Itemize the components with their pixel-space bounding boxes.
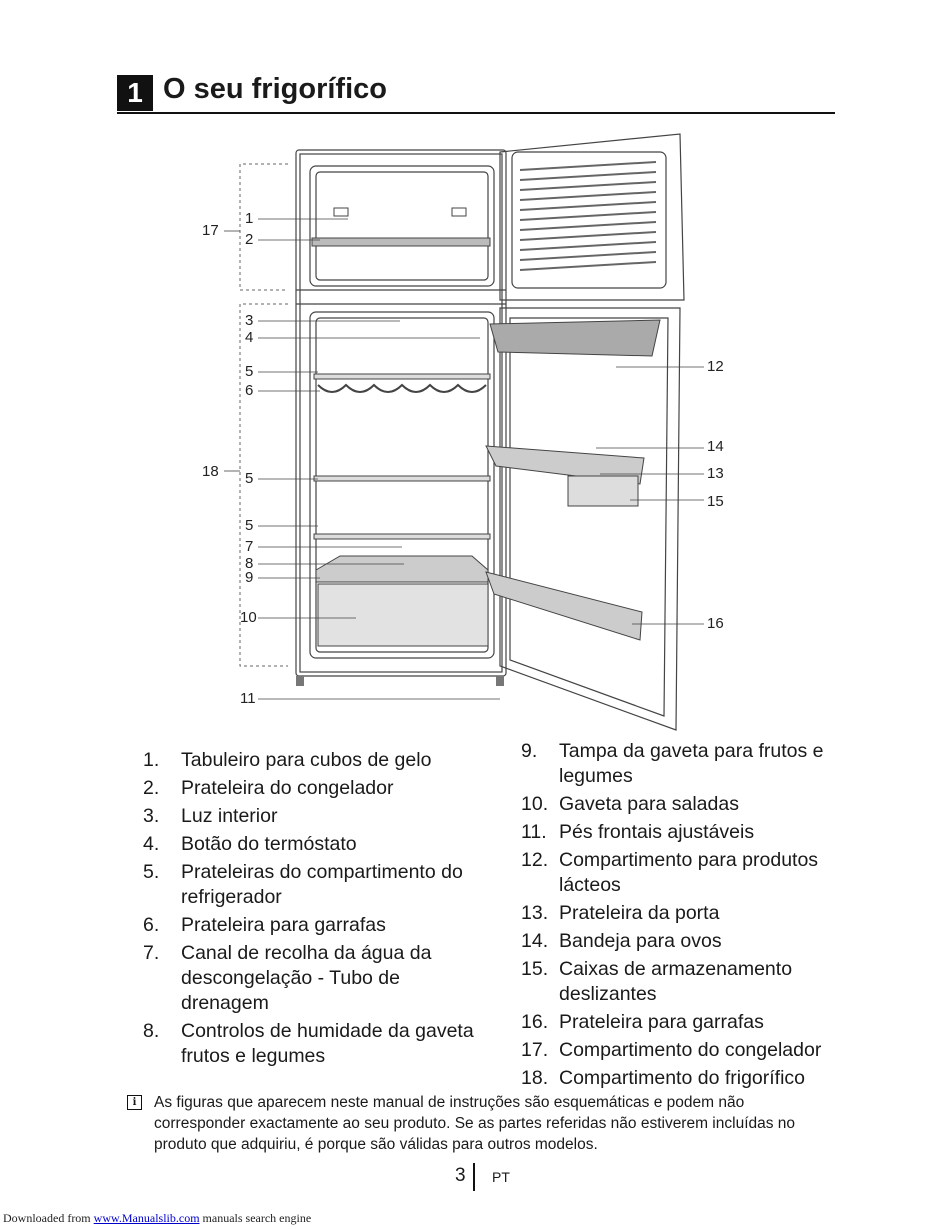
bottle-door-shelf [485, 571, 643, 641]
callout-5b: 5 [245, 470, 253, 487]
list-item: 5.Prateleiras do compartimento do refrig… [143, 861, 463, 908]
list-item: 6.Prateleira para garrafas [143, 914, 386, 936]
list-item: 1.Tabuleiro para cubos de gelo [143, 749, 432, 771]
list-item: 11.Pés frontais ajustáveis [521, 821, 755, 843]
parts-list-left: 1.Tabuleiro para cubos de gelo 2.Pratele… [143, 748, 488, 1072]
list-item: 18.Compartimento do frigorífico [521, 1067, 806, 1089]
list-item: 17.Compartimento do congelador [521, 1039, 822, 1061]
callout-5c: 5 [245, 517, 253, 534]
callout-6: 6 [245, 382, 253, 399]
callout-12: 12 [707, 358, 724, 375]
list-item: 15.Caixas de armazenamento deslizantes [521, 958, 793, 1005]
callout-11: 11 [240, 690, 256, 707]
cabinet-outline [295, 149, 507, 677]
source-line: Downloaded from www.Manualslib.com manua… [3, 1211, 311, 1226]
callout-3: 3 [245, 312, 253, 329]
chapter-header: 1 O seu frigorífico [117, 72, 835, 114]
fridge-shelf [313, 475, 491, 482]
callout-2: 2 [245, 231, 253, 248]
callout-10: 10 [240, 609, 257, 626]
list-item: 8.Controlos de humidade da gaveta frutos… [143, 1020, 474, 1067]
callout-7: 7 [245, 538, 253, 555]
dairy-compartment [489, 319, 661, 357]
front-foot [496, 676, 504, 686]
callout-8: 8 [245, 555, 253, 572]
door-shelf [485, 445, 645, 485]
fridge-cavity [309, 311, 495, 659]
page-number: 3 [455, 1165, 466, 1186]
fridge-diagram: 1 2 3 4 5 6 5 5 7 8 9 10 11 12 13 14 15 … [202, 133, 724, 731]
freezer-shelf [311, 237, 491, 247]
callout-15: 15 [707, 493, 724, 510]
fridge-shelf [313, 533, 491, 540]
source-link[interactable]: www.Manualslib.com [93, 1211, 200, 1225]
note-text: As figuras que aparecem neste manual de … [154, 1094, 796, 1153]
chapter-title: O seu frigorífico [163, 73, 387, 105]
bottle-rack [317, 383, 487, 393]
freezer-cavity [309, 165, 495, 287]
list-item: 16.Prateleira para garrafas [521, 1011, 764, 1033]
callout-1: 1 [245, 210, 253, 227]
info-note: i As figuras que aparecem neste manual d… [127, 1092, 827, 1155]
crisper-cover [315, 555, 489, 583]
fridge-shelf [313, 373, 491, 380]
parts-list-right: 9.Tampa da gaveta para frutos e legumes … [521, 739, 851, 1094]
page-separator [473, 1163, 475, 1191]
language-code: PT [492, 1169, 510, 1185]
callout-14: 14 [707, 438, 724, 455]
front-foot [296, 676, 304, 686]
list-item: 2.Prateleira do congelador [143, 777, 394, 799]
callout-9: 9 [245, 569, 253, 586]
callout-5: 5 [245, 363, 253, 380]
list-item: 12.Compartimento para produtos lácteos [521, 849, 819, 896]
list-item: 10.Gaveta para saladas [521, 793, 739, 815]
callout-17: 17 [202, 222, 219, 239]
list-item: 9.Tampa da gaveta para frutos e legumes [521, 740, 824, 787]
cabinet-inner-outline [299, 153, 503, 673]
list-item: 4.Botão do termóstato [143, 833, 357, 855]
sliding-box [567, 475, 639, 507]
fridge-door [499, 307, 681, 731]
list-item: 7.Canal de recolha da água da descongela… [143, 942, 432, 1014]
callout-16: 16 [707, 615, 724, 632]
chapter-number: 1 [117, 75, 153, 111]
list-item: 13.Prateleira da porta [521, 902, 720, 924]
list-item: 3.Luz interior [143, 805, 278, 827]
callout-4: 4 [245, 329, 253, 346]
list-item: 14.Bandeja para ovos [521, 930, 722, 952]
freezer-door [499, 133, 685, 301]
source-prefix: Downloaded from [3, 1211, 91, 1225]
info-icon: i [127, 1095, 142, 1110]
callout-13: 13 [707, 465, 724, 482]
callout-18: 18 [202, 463, 219, 480]
crisper-drawer [317, 583, 489, 647]
page-footer: 3 PT [0, 1163, 950, 1193]
source-suffix: manuals search engine [202, 1211, 312, 1225]
